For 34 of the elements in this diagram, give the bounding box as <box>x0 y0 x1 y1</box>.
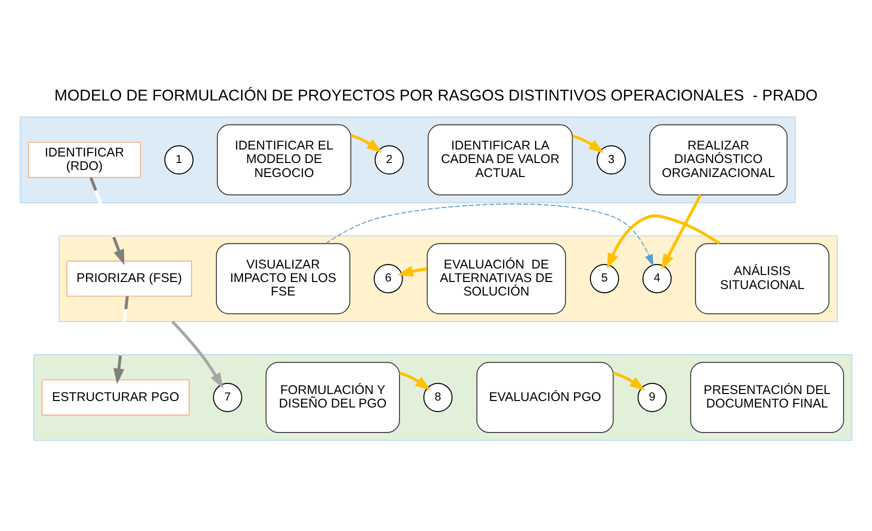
node-circle: 7 <box>213 382 242 412</box>
node-box: IDENTIFICAR LA CADENA DE VALOR ACTUAL <box>428 124 573 195</box>
diagram-title: MODELO DE FORMULACIÓN DE PROYECTOS POR RASGOS DISTINTIVOS OPERACIONALES - PRADO <box>54 86 818 104</box>
node-circle: 8 <box>423 382 453 412</box>
node-circle: 6 <box>374 264 403 293</box>
node-box: ANÁLISIS SITUACIONAL <box>695 242 830 314</box>
node-circle: 4 <box>642 264 672 293</box>
arrow <box>113 296 129 384</box>
arrow <box>399 371 431 390</box>
node-box: VISUALIZAR IMPACTO EN LOS FSE <box>216 242 350 314</box>
arrow <box>398 265 428 276</box>
node-circle: 2 <box>374 144 404 174</box>
arrow <box>607 214 720 269</box>
arrow <box>661 194 702 270</box>
node-circle: 5 <box>590 264 620 293</box>
arrow <box>171 320 224 388</box>
node-circle: 9 <box>638 382 667 412</box>
node-box: REALIZAR DIAGNÓSTICO ORGANIZACIONAL <box>649 124 788 195</box>
node-box: ESTRUCTURAR PGO <box>42 378 190 415</box>
arrow <box>612 371 646 390</box>
node-box: PRESENTACIÓN DEL DOCUMENTO FINAL <box>690 361 844 433</box>
cluster <box>20 116 796 203</box>
node-box: EVALUACIÓN DE ALTERNATIVAS DE SOLUCIÓN <box>426 242 566 314</box>
node-box: IDENTIFICAR EL MODELO DE NEGOCIO <box>216 124 352 195</box>
node-box: FORMULACIÓN Y DISEÑO DEL PGO <box>266 361 400 433</box>
node-circle: 1 <box>164 144 194 174</box>
arrow <box>325 203 654 266</box>
node-box: IDENTIFICAR (RDO) <box>28 141 141 178</box>
arrow <box>572 134 604 153</box>
node-box: EVALUACIÓN PGO <box>476 361 614 433</box>
node-circle: 3 <box>596 144 626 174</box>
arrow <box>90 176 124 265</box>
node-box: PRIORIZAR (FSE) <box>66 260 192 296</box>
arrow <box>350 134 382 152</box>
